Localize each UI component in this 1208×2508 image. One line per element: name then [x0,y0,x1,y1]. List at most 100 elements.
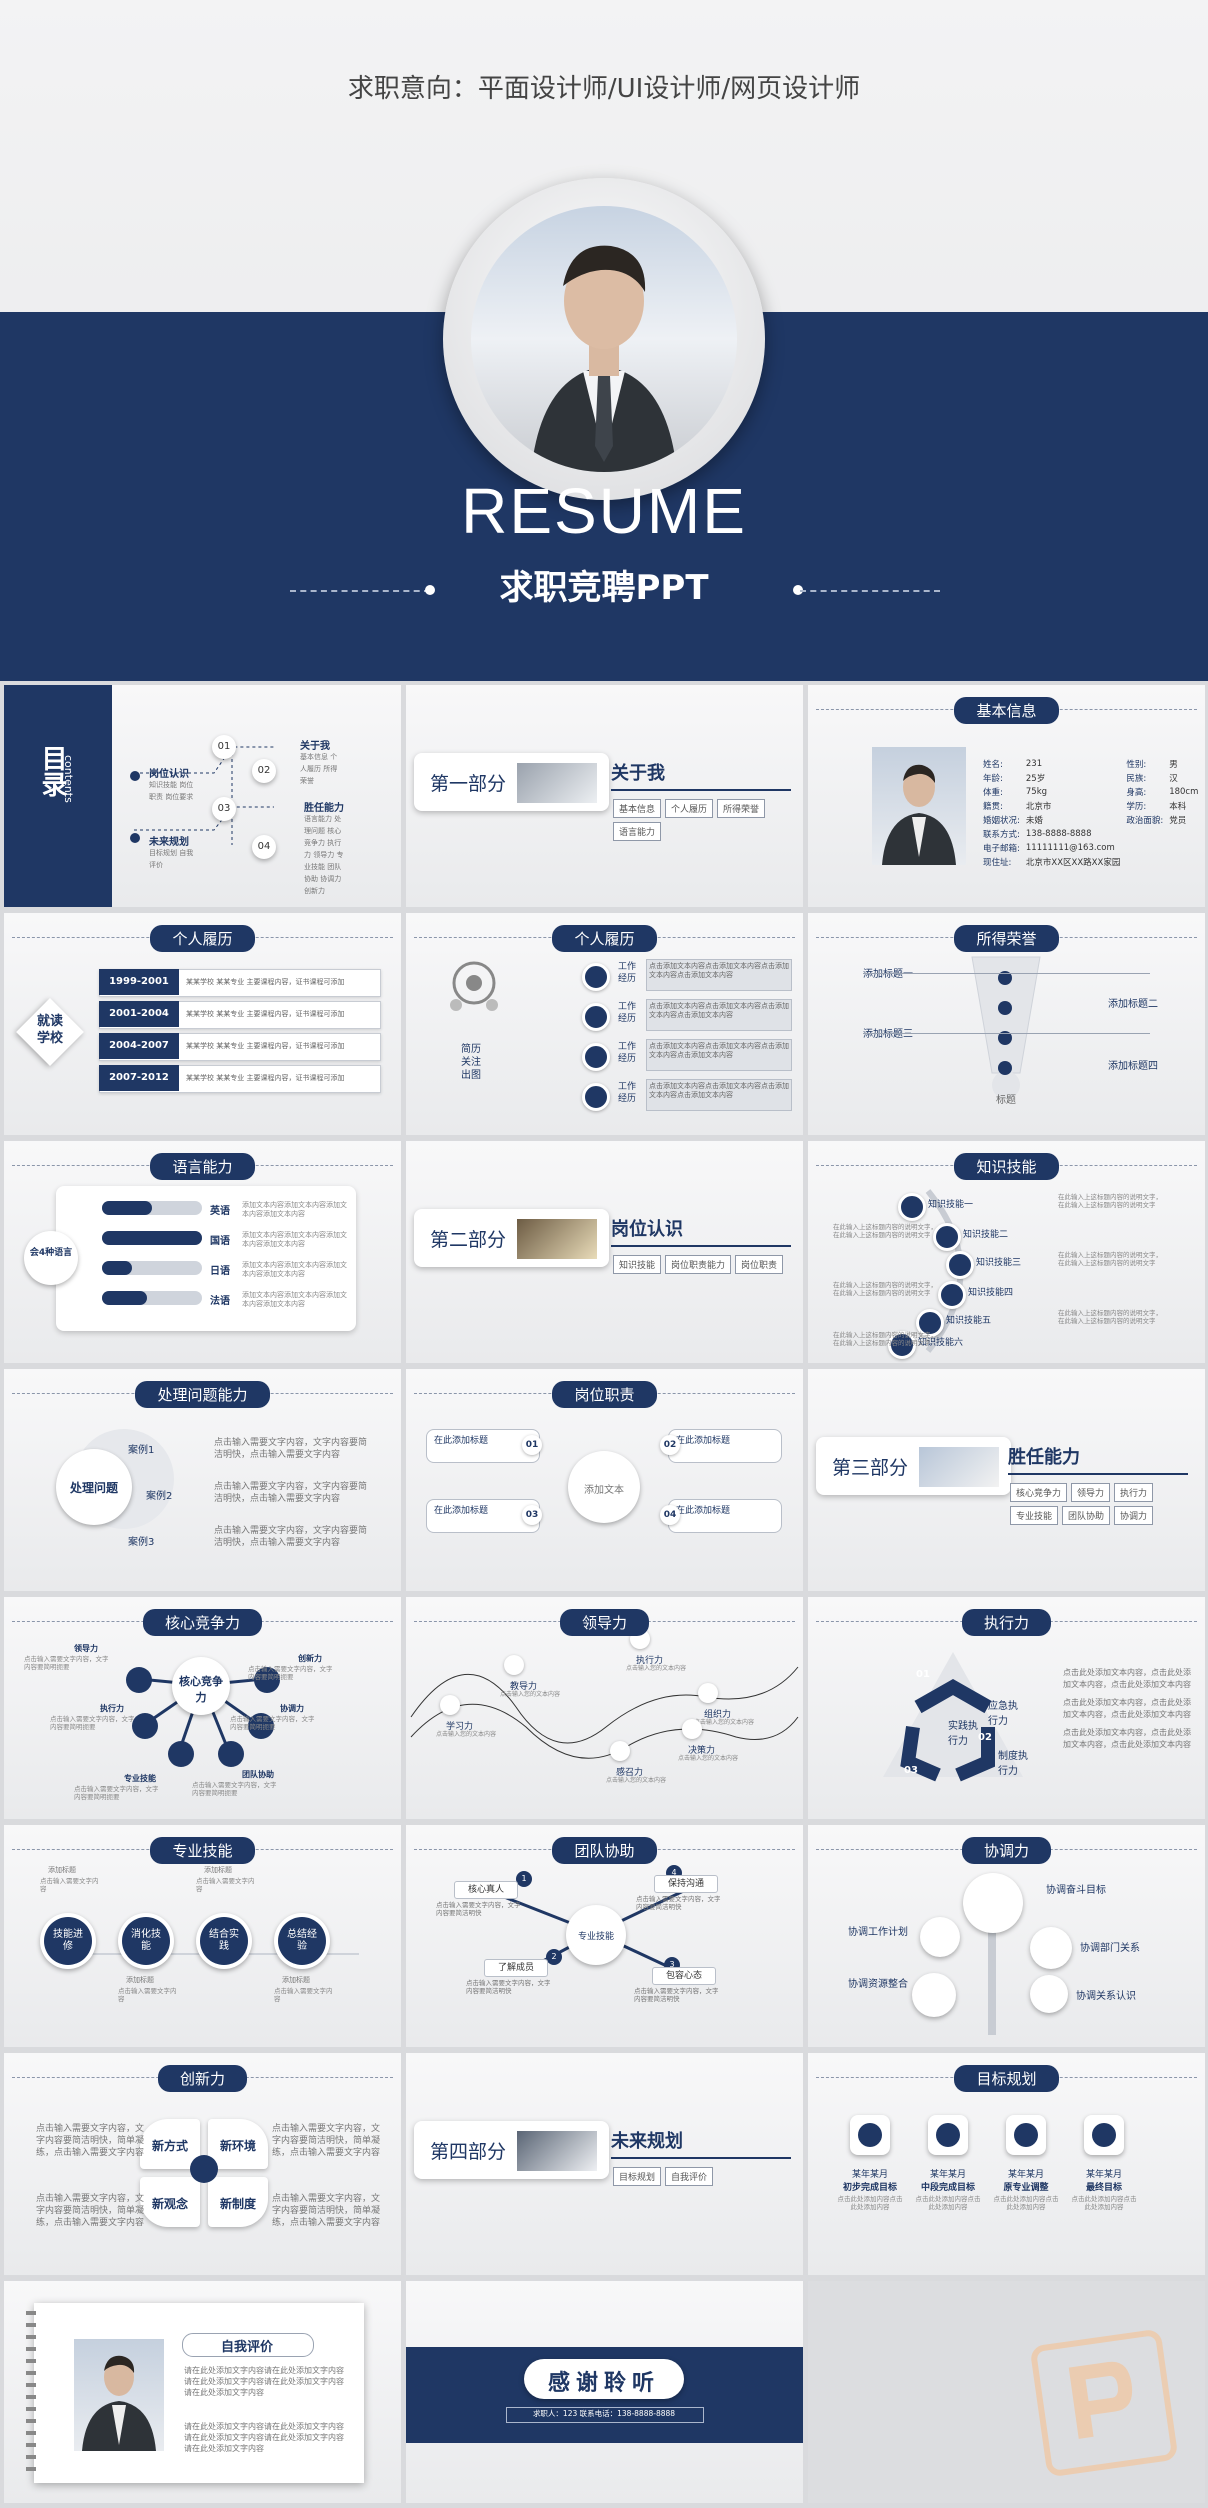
chip[interactable]: 自我评价 [665,2167,714,2186]
core-desc: 点击输入需要文字内容，文字内容要简明扼要 [74,1785,159,1801]
toc-item-4[interactable]: 未来规划 [149,837,189,848]
slide-work[interactable]: 个人履历 简历 关注 出图 工作经历点击添加文本内容点击添加文本内容点击添加文本… [406,913,803,1135]
knowledge-desc: 在此输入上这标题内容的说明文字，在此输入上这标题内容的说明文字 [833,1281,937,1297]
chip[interactable]: 个人履历 [665,799,714,818]
chip[interactable]: 知识技能 [613,1255,662,1274]
slide-problem[interactable]: 处理问题能力 处理问题 案例1 案例2 案例3 点击输入需要文字内容，文字内容要… [4,1369,401,1591]
slide-exec[interactable]: 执行力 01 02 03 应急执行力 实践执行力 制度执行力 点击此处添加文本内… [808,1597,1205,1819]
self-desc: 请在此处添加文字内容请在此处添加文字内容请在此处添加文字内容请在此处添加文字内容… [184,2366,344,2397]
slide-goal[interactable]: 目标规划 某年某月初步完成目标点击此处添加内容点击此处添加内容某年某月中段完成目… [808,2053,1205,2275]
innov-label: 新制度 [219,2197,256,2211]
slide-innov[interactable]: 创新力 新方式新环境新观念新制度 点击输入需要文字内容，文字内容要简洁明快，简单… [4,2053,401,2275]
slide-language[interactable]: 语言能力 会4种语言 英语添加文本内容添加文本内容添加文本内容添加文本内容国语添… [4,1141,401,1363]
coord-item-5: 协调关系认识 [1076,1991,1136,2002]
toc-connectors [134,746,274,845]
toc-item-1[interactable]: 关于我 [300,741,330,752]
part-box: 第四部分 [414,2121,609,2179]
chip[interactable]: 领导力 [1071,1483,1111,1502]
notebook-rings [26,2311,36,2475]
toc-item-3[interactable]: 胜任能力 [304,803,344,814]
gear-icon [912,1973,956,2017]
core-center-label: 核心竞争力 [179,1675,223,1704]
slide-part-3[interactable]: 第三部分 胜任能力 核心竞争力领导力执行力专业技能团队协助协调力 [808,1369,1205,1591]
history-year: 1999-2001 [99,969,179,995]
lead-desc: 点击输入您的文本内容 [606,1777,667,1784]
chip[interactable]: 专业技能 [1010,1506,1059,1525]
duty-center: 添加文本 [584,1485,624,1496]
chip[interactable]: 基本信息 [613,799,662,818]
info-cell [1126,855,1169,869]
self-title: 自我评价 [220,2340,273,2355]
slide-core[interactable]: 核心竞争力 核心竞争力 领导力点击输入需要文字内容，文字内容要简明扼要创新力点击… [4,1597,401,1819]
cycle-icon [920,1917,960,1957]
cover-subtitle: 求职竞聘PPT [499,568,709,608]
innov-petal [208,2119,268,2169]
duty-box [668,1499,782,1533]
toc-subs-2: 知识技能 岗位职责 岗位要求 [149,781,194,801]
chip[interactable]: 团队协助 [1062,1506,1111,1525]
slide-part-1[interactable]: 第一部分 关于我 基本信息个人履历所得荣誉语言能力 [406,685,803,907]
info-row: 籍贯:北京市学历:本科 [983,799,1204,813]
info-cell: 25岁 [1025,774,1046,784]
avatar [443,178,765,500]
cover-slide: 求职意向：平面设计师/UI设计师/网页设计师 RESUME 求职竞聘PPT [0,0,1208,681]
slide-part-4[interactable]: 第四部分 未来规划 目标规划自我评价 [406,2053,803,2275]
skill-label: 消化技能 [131,1929,161,1952]
case-desc: 点击输入需要文字内容，文字内容要简洁明快，点击输入需要文字内容 [214,1438,368,1460]
part-chips: 核心竞争力领导力执行力专业技能团队协助协调力 [1008,1481,1193,1527]
thanks-info-box [506,2407,704,2423]
info-row: 现住址:北京市XX区XX路XX家园 [983,855,1204,869]
chip[interactable]: 所得荣誉 [717,799,766,818]
thanks-title: 感谢聆听 [547,2371,660,2396]
slide-coord[interactable]: 协调力 协调工作计划 协调资源整合 协调奋斗目标 协调部门关系 协调关系认识 [808,1825,1205,2047]
toc-num-1: 01 [212,735,236,759]
clock-face [1092,2123,1116,2147]
person-icon [130,771,140,781]
info-cell: 180cm [1169,787,1199,797]
slide-thanks[interactable]: 感谢聆听 求职人：123 联系电话：138-8888-8888 [406,2281,803,2503]
slide-toc[interactable]: 目录 contents 01 02 03 04 关于我 基本信息 个人履历 所得… [4,685,401,907]
goal-year: 某年某月 [851,2170,888,2180]
slide-skill[interactable]: 专业技能 技能进修添加标题点击输入需要文字内容消化技能添加标题点击输入需要文字内… [4,1825,401,2047]
language-desc: 添加文本内容添加文本内容添加文本内容添加文本内容 [242,1291,347,1308]
chip[interactable]: 语言能力 [613,822,662,841]
info-cell: 电子邮箱: [983,844,1020,854]
info-cell: 138-8888-8888 [1025,829,1092,839]
innov-petal [140,2119,200,2169]
exec-desc: 点击此处添加文本内容，点击此处添加文本内容，点击此处添加文本内容 [1063,1728,1191,1749]
lead-label: 感召力 [616,1768,644,1778]
coord-item-2: 协调资源整合 [848,1979,908,1990]
innov-label: 新观念 [151,2197,188,2211]
toc-item-2[interactable]: 岗位认识 [149,769,189,780]
part-label: 第二部分 [430,1229,507,1251]
profile-photo [872,747,966,865]
problem-center [56,1449,132,1525]
slide-part-2[interactable]: 第二部分 岗位认识 知识技能岗位职责能力岗位职责 [406,1141,803,1363]
slide-honor[interactable]: 所得荣誉 添加标题一 添加标题二 添加标题三 添加标题四 标题 [808,913,1205,1135]
slide-lead[interactable]: 领导力 学习力点击输入您的文本内容教导力点击输入您的文本内容执行力点击输入您的文… [406,1597,803,1819]
chip[interactable]: 岗位职责 [735,1255,784,1274]
chip[interactable]: 协调力 [1114,1506,1154,1525]
chip[interactable]: 核心竞争力 [1010,1483,1068,1502]
team-center [566,1905,626,1965]
lead-icon [682,1719,702,1739]
skill-circle [278,1917,326,1965]
chip[interactable]: 执行力 [1114,1483,1154,1502]
goal-desc: 点击此处添加内容点击此处添加内容 [915,2195,981,2211]
knowledge-desc: 在此输入上这标题内容的说明文字，在此输入上这标题内容的说明文字 [1058,1193,1162,1209]
work-icon [582,963,610,991]
slide-self[interactable]: 自我评价 请在此处添加文字内容请在此处添加文字内容请在此处添加文字内容请在此处添… [4,2281,401,2503]
info-cell: 籍贯: [983,802,1003,812]
info-cell: 政治面貌: [1126,816,1164,826]
goal-year: 某年某月 [1085,2170,1122,2180]
part-title: 未来规划 [611,2131,683,2152]
chip[interactable]: 岗位职责能力 [665,1255,732,1274]
chip[interactable]: 目标规划 [613,2167,662,2186]
info-cell: 现住址: [983,858,1012,868]
slide-knowledge[interactable]: 知识技能 知识技能一在此输入上这标题内容的说明文字，在此输入上这标题内容的说明文… [808,1141,1205,1363]
